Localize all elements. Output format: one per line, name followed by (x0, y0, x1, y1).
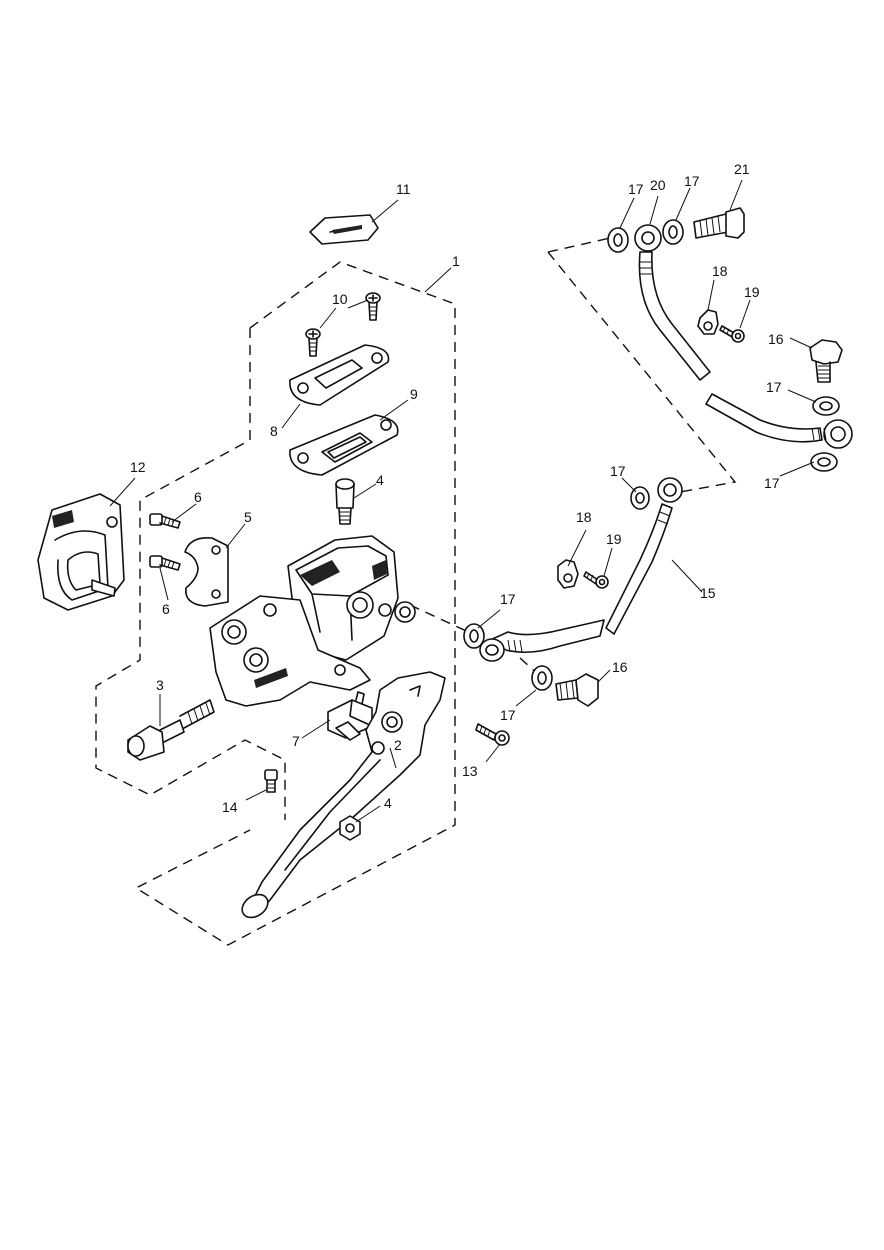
part-6-clamp-bolts (149, 513, 181, 571)
callout-18-upper: 18 (712, 263, 728, 279)
callout-17-d: 17 (764, 475, 780, 491)
part-16-banjo-bolts (555, 339, 843, 707)
part-10-screws (305, 292, 381, 357)
callout-labels: 1 2 3 4 4 5 6 6 7 8 9 10 11 12 13 14 15 … (130, 161, 784, 815)
part-12-clamp-cover (37, 493, 125, 611)
part-3-pushrod (127, 699, 215, 761)
callout-17-e: 17 (610, 463, 626, 479)
part-4-nut (339, 815, 361, 841)
callout-9: 9 (410, 386, 418, 402)
leader-lines (109, 179, 817, 823)
callout-2: 2 (394, 737, 402, 753)
callout-10: 10 (332, 291, 348, 307)
callout-17-f: 17 (500, 591, 516, 607)
callout-19-lower: 19 (606, 531, 622, 547)
callout-3: 3 (156, 677, 164, 693)
callout-18-lower: 18 (576, 509, 592, 525)
assembly-boundary-hose (409, 237, 737, 677)
callout-17-a: 17 (628, 181, 644, 197)
part-14-screw (264, 769, 278, 793)
upper-brake-hose (634, 224, 853, 449)
callout-14: 14 (222, 799, 238, 815)
part-4-pivot-pin (335, 478, 355, 525)
assembly-boundary-main (95, 261, 456, 946)
callout-17-b: 17 (684, 173, 700, 189)
callout-13: 13 (462, 763, 478, 779)
callout-1: 1 (452, 253, 460, 269)
callout-5: 5 (244, 509, 252, 525)
part-11-cap (309, 214, 379, 245)
callout-7: 7 (292, 733, 300, 749)
master-cylinder-body (209, 535, 416, 707)
callout-19-upper: 19 (744, 284, 760, 300)
callout-20: 20 (650, 177, 666, 193)
callout-21: 21 (734, 161, 750, 177)
part-17-washers (463, 219, 840, 691)
part-2-brake-lever (241, 671, 446, 919)
part-18-p-clips (557, 309, 719, 589)
callout-6-lower: 6 (162, 601, 170, 617)
part-7-brake-switch (327, 691, 373, 741)
callout-4-nut: 4 (384, 795, 392, 811)
callout-17-g: 17 (500, 707, 516, 723)
part-19-screws (583, 325, 745, 589)
callout-16-upper: 16 (768, 331, 784, 347)
callout-12: 12 (130, 459, 146, 475)
part-8-plate (289, 344, 390, 406)
callout-11: 11 (396, 181, 411, 197)
callout-17-c: 17 (766, 379, 782, 395)
part-15-brake-hose (479, 477, 683, 662)
callout-6-upper: 6 (194, 489, 202, 505)
callout-15: 15 (700, 585, 716, 601)
callout-16-lower: 16 (612, 659, 628, 675)
part-9-diaphragm (289, 414, 399, 476)
callout-8: 8 (270, 423, 278, 439)
part-13-bolt (475, 723, 510, 746)
part-5-clamp-half (184, 536, 229, 607)
part-21-banjo-bolt (693, 207, 745, 239)
callout-4-pin: 4 (376, 472, 384, 488)
